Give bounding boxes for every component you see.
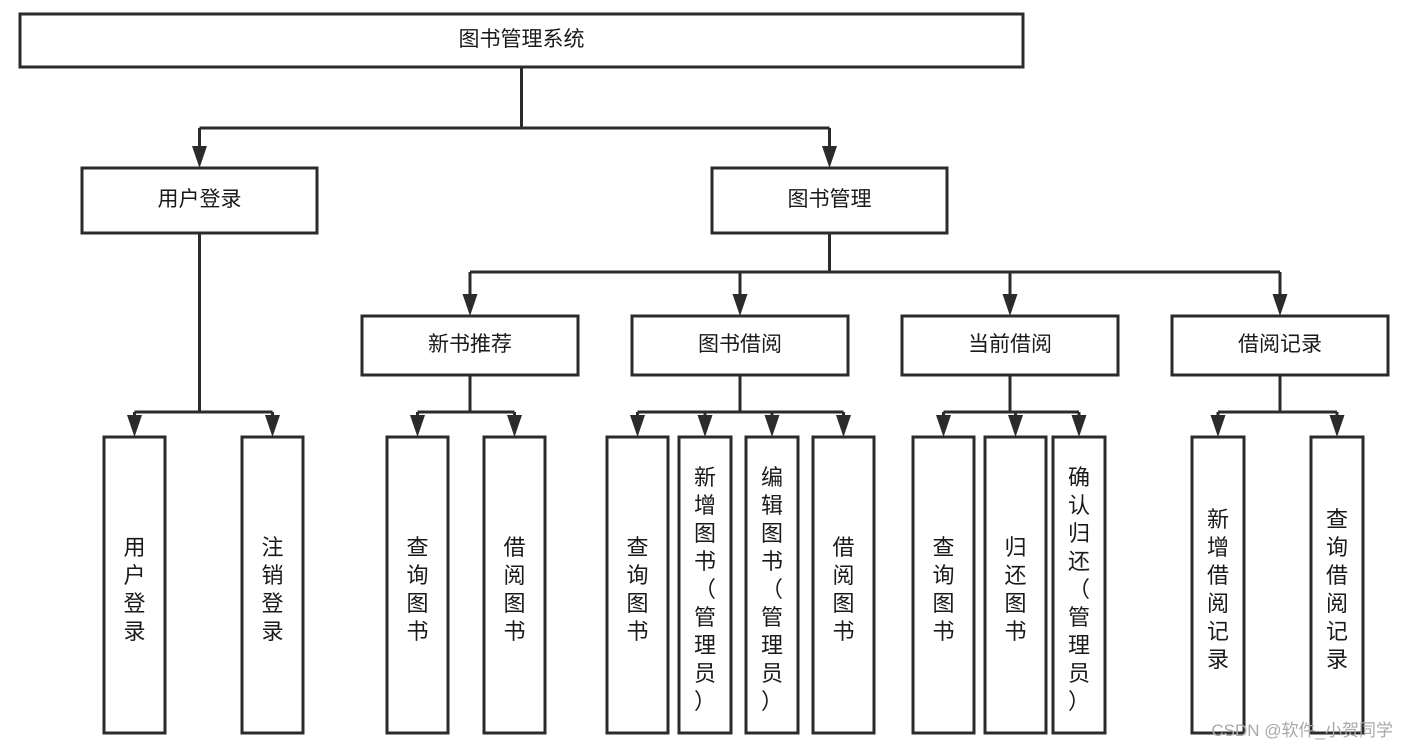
node-root[interactable]: 图书管理系统	[18, 12, 1025, 69]
node-label: 用户登录	[158, 188, 242, 211]
node-leaf_11[interactable]: 新增借阅记录	[1190, 435, 1246, 735]
node-leaf_12[interactable]: 查询借阅记录	[1309, 435, 1365, 735]
node-l3_2[interactable]: 当前借阅	[900, 314, 1120, 377]
arrow-head-icon	[630, 415, 645, 437]
node-leaf_8[interactable]: 查询图书	[911, 435, 976, 735]
node-box	[983, 435, 1048, 735]
arrow-head-icon	[1329, 415, 1345, 437]
node-box	[1190, 435, 1246, 735]
arrow-head-icon	[936, 415, 951, 437]
node-box	[710, 166, 949, 235]
arrow-head-icon	[697, 415, 713, 437]
arrow-head-icon	[1002, 294, 1018, 316]
node-label: 图书管理系统	[459, 28, 585, 51]
arrow-head-icon	[192, 146, 207, 168]
node-layer: 图书管理系统用户登录图书管理新书推荐图书借阅当前借阅借阅记录用户登录注销登录查询…	[18, 12, 1390, 735]
node-label: 编辑图书（管理员）	[761, 465, 783, 714]
arrow-head-icon	[507, 415, 522, 437]
node-label: 新增图书（管理员）	[694, 465, 716, 714]
node-l2_0[interactable]: 用户登录	[80, 166, 319, 235]
node-label: 归还图书	[1004, 535, 1026, 644]
node-box	[677, 435, 733, 735]
node-box	[1309, 435, 1365, 735]
node-l2_1[interactable]: 图书管理	[710, 166, 949, 235]
arrow-head-icon	[764, 415, 780, 437]
arrow-head-icon	[1008, 415, 1023, 437]
node-label: 注销登录	[261, 535, 283, 644]
node-leaf_9[interactable]: 归还图书	[983, 435, 1048, 735]
node-leaf_0[interactable]: 用户登录	[102, 435, 167, 735]
node-label: 查询图书	[626, 535, 648, 644]
arrow-head-icon	[836, 415, 851, 437]
arrow-head-icon	[462, 294, 478, 316]
node-box	[240, 435, 305, 735]
node-leaf_1[interactable]: 注销登录	[240, 435, 305, 735]
node-label: 借阅图书	[832, 535, 854, 644]
node-leaf_4[interactable]: 查询图书	[605, 435, 670, 735]
node-box	[1051, 435, 1107, 735]
node-leaf_5[interactable]: 新增图书（管理员）	[677, 435, 733, 735]
node-label: 图书管理	[788, 188, 872, 211]
node-leaf_6[interactable]: 编辑图书（管理员）	[744, 435, 800, 735]
arrow-head-icon	[127, 415, 142, 437]
node-box	[605, 435, 670, 735]
arrow-head-icon	[1210, 415, 1226, 437]
node-label: 借阅记录	[1238, 333, 1322, 356]
node-box	[911, 435, 976, 735]
node-leaf_3[interactable]: 借阅图书	[482, 435, 547, 735]
node-box	[102, 435, 167, 735]
node-l3_1[interactable]: 图书借阅	[630, 314, 850, 377]
node-l3_0[interactable]: 新书推荐	[360, 314, 580, 377]
arrow-head-icon	[822, 146, 837, 168]
node-box	[811, 435, 876, 735]
node-box	[385, 435, 450, 735]
arrow-head-icon	[1272, 294, 1288, 316]
arrow-head-icon	[732, 294, 748, 316]
node-label: 查询图书	[406, 535, 428, 644]
node-label: 确认归还（管理员）	[1068, 465, 1090, 714]
node-box	[482, 435, 547, 735]
node-label: 用户登录	[123, 535, 145, 644]
node-label: 图书借阅	[698, 333, 782, 356]
node-box	[80, 166, 319, 235]
node-l3_3[interactable]: 借阅记录	[1170, 314, 1390, 377]
node-leaf_2[interactable]: 查询图书	[385, 435, 450, 735]
node-box	[630, 314, 850, 377]
edge-layer	[127, 67, 1345, 437]
node-label: 借阅图书	[503, 535, 525, 644]
node-box	[744, 435, 800, 735]
node-box	[18, 12, 1025, 69]
arrow-head-icon	[1071, 415, 1087, 437]
node-box	[1170, 314, 1390, 377]
node-leaf_7[interactable]: 借阅图书	[811, 435, 876, 735]
node-box	[900, 314, 1120, 377]
node-box	[360, 314, 580, 377]
arrow-head-icon	[410, 415, 425, 437]
node-label: 新书推荐	[428, 333, 512, 356]
node-label: 查询借阅记录	[1326, 507, 1348, 672]
arrow-head-icon	[265, 415, 280, 437]
node-leaf_10[interactable]: 确认归还（管理员）	[1051, 435, 1107, 735]
node-label: 查询图书	[932, 535, 954, 644]
node-label: 新增借阅记录	[1207, 507, 1229, 672]
node-label: 当前借阅	[968, 333, 1052, 356]
